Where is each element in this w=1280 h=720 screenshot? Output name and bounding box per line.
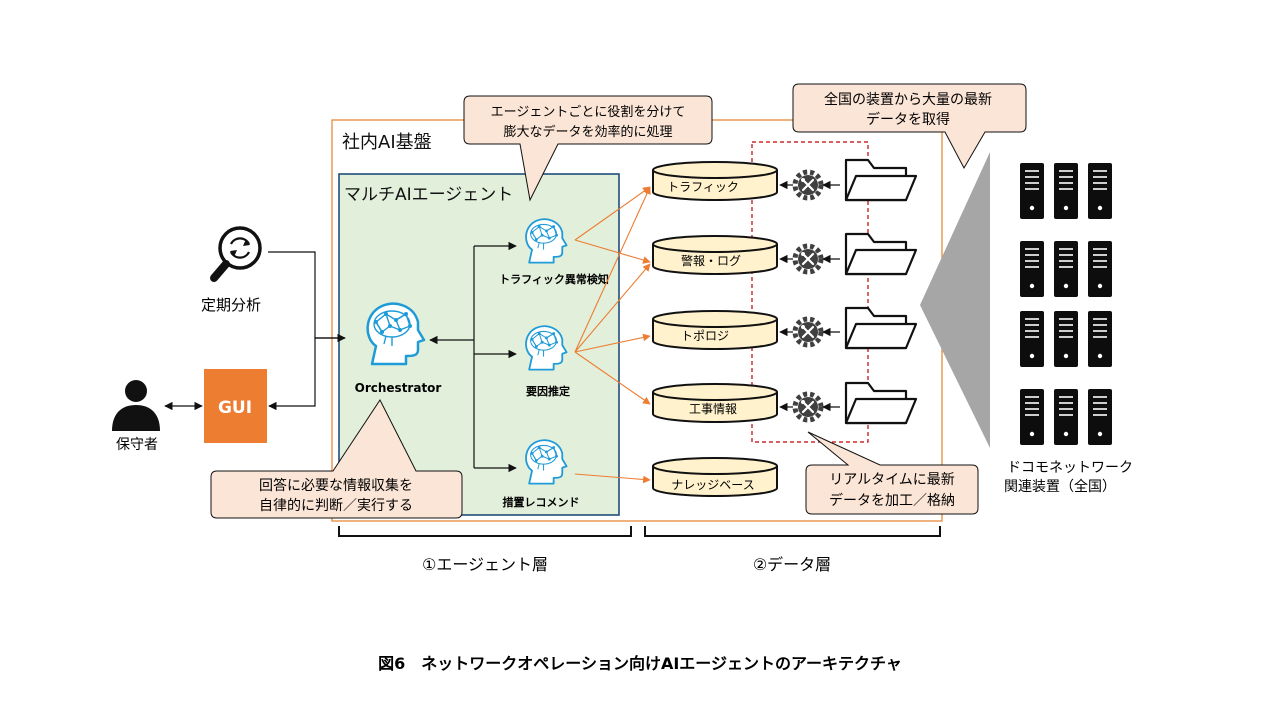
callout-realtime-line1: リアルタイムに最新 <box>829 472 955 488</box>
measure-agent-label: 措置レコメンド <box>503 495 580 509</box>
folder-icon <box>844 232 918 276</box>
ingest-row-1 <box>779 158 918 202</box>
orchestrator-label: Orchestrator <box>355 381 442 395</box>
folder-icon <box>844 158 918 202</box>
platform-title: 社内AI基盤 <box>342 132 432 153</box>
callout-agents: エージェントごとに役割を分けて 膨大なデータを効率的に処理 <box>463 95 713 202</box>
figure-caption: 図6 ネットワークオペレーション向けAIエージェントのアーキテクチャ <box>378 654 902 673</box>
folder-icon <box>844 306 918 350</box>
db-knowledge: ナレッジベース <box>652 457 778 497</box>
db-alarm-log: 警報・ログ <box>652 235 778 275</box>
maintainer-label: 保守者 <box>116 437 158 453</box>
callout-collect-line2: データを取得 <box>866 111 950 128</box>
agent-db-arrows <box>574 186 651 484</box>
db-topology: トポロジ <box>652 310 778 350</box>
gui-box <box>204 369 267 443</box>
ingest-row-2 <box>779 232 918 276</box>
callout-collect: 全国の装置から大量の最新 データを取得 <box>792 83 1027 170</box>
callout-orchestrator-line1: 回答に必要な情報収集を <box>259 477 413 494</box>
data-layer-brace <box>644 526 941 537</box>
folder-icon <box>844 381 918 425</box>
person-icon <box>112 380 160 431</box>
data-processing-box <box>751 141 869 443</box>
callout-collect-line1: 全国の装置から大量の最新 <box>824 91 992 108</box>
server-icon <box>1019 310 1045 368</box>
db-traffic: トラフィック <box>652 161 778 201</box>
db-alarm-log-label: 警報・ログ <box>681 253 741 268</box>
multi-agent-title: マルチAIエージェント <box>344 185 513 205</box>
gear-tool-icon <box>795 319 821 345</box>
server-icon <box>1019 388 1045 446</box>
db-construction: 工事情報 <box>652 383 778 423</box>
db-knowledge-label: ナレッジベース <box>671 478 754 492</box>
callout-realtime-line2: データを加工／格納 <box>829 492 955 509</box>
gear-tool-icon <box>795 172 821 198</box>
data-funnel <box>920 152 990 448</box>
ingest-row-4 <box>779 381 918 425</box>
callout-orchestrator: 回答に必要な情報収集を 自律的に判断／実行する <box>210 399 463 519</box>
callout-orchestrator-line2: 自律的に判断／実行する <box>259 498 413 514</box>
server-icon <box>1019 162 1045 220</box>
db-construction-label: 工事情報 <box>689 402 737 416</box>
agent-layer-label: ①エージェント層 <box>422 555 548 574</box>
gear-tool-icon <box>795 246 821 272</box>
line-periodic-orch <box>268 251 346 343</box>
server-icon <box>1019 240 1045 298</box>
cause-agent-label: 要因推定 <box>526 384 570 398</box>
gear-tool-icon <box>795 394 821 420</box>
db-topology-label: トポロジ <box>681 329 729 343</box>
callout-realtime: リアルタイムに最新 データを加工／格納 <box>805 431 979 515</box>
gui-label: GUI <box>218 398 252 418</box>
devices-label-line1: ドコモネットワーク <box>1007 460 1133 476</box>
periodic-analysis-icon <box>210 226 262 282</box>
server-group <box>1019 162 1113 446</box>
db-traffic-label: トラフィック <box>667 180 739 194</box>
periodic-analysis-label: 定期分析 <box>201 296 261 314</box>
callout-agents-line2: 膨大なデータを効率的に処理 <box>503 124 672 140</box>
line-gui-orch <box>268 337 345 411</box>
traffic-agent-label: トラフィック異常検知 <box>499 272 609 286</box>
data-layer-label: ②データ層 <box>753 555 831 574</box>
ingest-row-3 <box>779 306 918 350</box>
callout-agents-line1: エージェントごとに役割を分けて <box>491 104 686 120</box>
devices-label-line2: 関連装置（全国） <box>1004 478 1116 495</box>
agent-layer-brace <box>338 526 632 537</box>
